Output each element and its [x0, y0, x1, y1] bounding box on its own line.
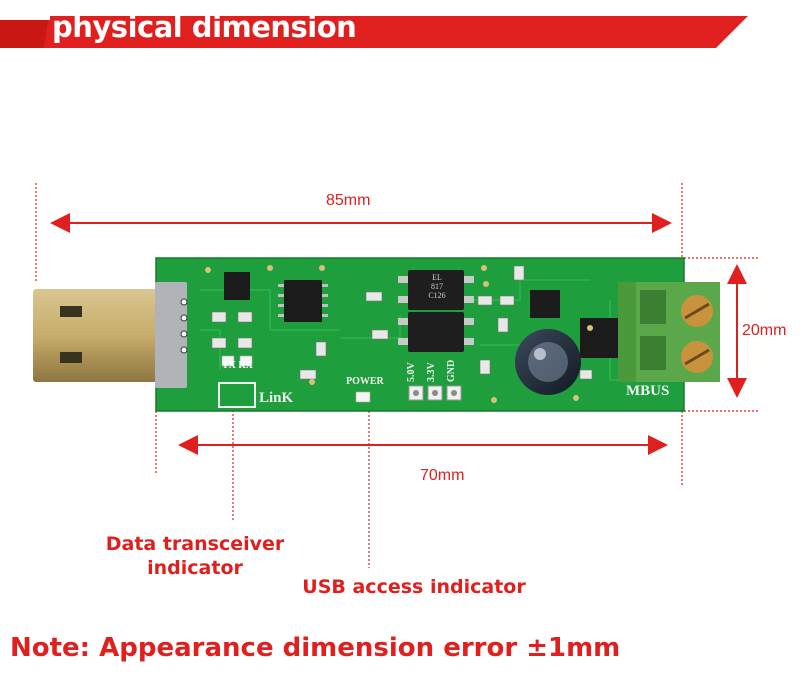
power-led	[355, 391, 371, 403]
usb-access-callout: USB access indicator	[302, 576, 526, 598]
width-label: 20mm	[742, 322, 787, 339]
optocoupler-marking: EL 817 C126	[428, 273, 446, 300]
gnd-label: GND	[446, 359, 457, 382]
v33-label: 3.3V	[426, 362, 437, 382]
optocoupler-2	[408, 312, 464, 352]
v5-label: 5.0V	[406, 362, 417, 382]
title-banner	[0, 16, 748, 48]
mbus-label: MBUS	[626, 383, 670, 399]
power-label: POWER	[346, 376, 384, 387]
total-length-label: 85mm	[326, 192, 371, 209]
banner-title: physical dimension	[52, 10, 357, 44]
tx-rx-label: TX RX	[222, 360, 253, 371]
ic-ch340	[284, 280, 322, 322]
optocoupler-1	[408, 270, 464, 310]
usb-plug	[33, 289, 175, 382]
bridge-rectifier	[580, 318, 624, 358]
brand-label: LinK	[259, 390, 294, 406]
board-length-label: 70mm	[420, 467, 465, 484]
data-transceiver-callout: Data transceiver indicator	[105, 533, 285, 579]
tolerance-note: Note: Appearance dimension error ±1mm	[10, 633, 621, 663]
